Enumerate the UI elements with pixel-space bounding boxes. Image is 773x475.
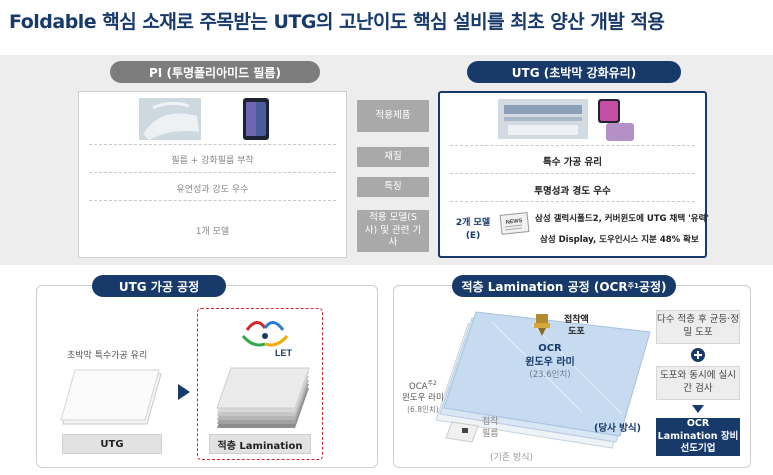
oca-label: OCA [409, 381, 428, 392]
oca-subtitle: 윈도우 라미 [402, 393, 444, 404]
film-label-2: 필름 [482, 429, 499, 440]
old-method-label: (기존 방식) [490, 453, 534, 463]
dispenser-label-1: 접착액 [564, 315, 589, 325]
label-material: 재질 [357, 147, 429, 167]
step-multi-layer: 다수 적층 후 균등·정밀 도포 [656, 310, 740, 344]
lamination-highlight [197, 308, 323, 460]
glass-caption: 초박막 특수가공 유리 [67, 351, 148, 361]
page-title: Foldable 핵심 소재로 주목받는 UTG의 고난이도 핵심 설비를 최초… [9, 11, 665, 33]
step-realtime-inspection: 도포와 동시에 실시간 검사 [656, 366, 740, 400]
newspaper-icon: NEWS [499, 212, 530, 235]
let-logo-text: LET [275, 348, 293, 358]
pi-header: PI (투명폴리아미드 필름) [110, 61, 320, 83]
pi-card: 필름 + 강화필름 부착 유연성과 강도 우수 1개 모델 [78, 91, 347, 258]
lamination-header-end: 공정) [638, 279, 667, 294]
label-models: 적용 모델(S사) 및 관련 기사 [357, 210, 429, 252]
utg-material: 특수 가공 유리 [542, 157, 603, 168]
film-label-1: 접착 [482, 417, 499, 427]
utg-feature: 투명성과 경도 우수 [534, 186, 611, 197]
laminated-stack [216, 367, 310, 428]
utg-label: UTG [62, 434, 162, 454]
oca-size: (6.8인치) [407, 404, 439, 414]
arrow-right-icon [178, 384, 190, 400]
utg-models-label: 2개 모델(E) [455, 218, 491, 241]
lamination-process-panel: 접착액 도포 OCR 윈도우 라미 (23.6인치) (당사 방식) OCA주2… [393, 285, 751, 468]
ocr-footnote: 주1 [627, 282, 639, 290]
pi-material: 필름 + 강화필름 부착 [171, 156, 254, 166]
utg-process-panel: 초박막 특수가공 유리 UTG LET 적층 Lamination [36, 285, 378, 468]
pi-models: 1개 모델 [195, 227, 230, 237]
oca-footnote: 주2 [427, 380, 437, 387]
utg-news-1: 삼성 갤럭시폴드2, 커버윈도에 UTG 채택 '유력' [535, 214, 709, 224]
dispenser-label-2: 도포 [568, 327, 585, 338]
plus-icon [691, 348, 705, 362]
utg-card: 특수 가공 유리 투명성과 경도 우수 2개 모델(E) NEWS 삼성 갤럭시… [438, 91, 709, 258]
label-feature: 특징 [357, 177, 429, 197]
utg-news-2: 삼성 Display, 도우인시스 지분 48% 확보 [540, 235, 699, 245]
ocr-size: (23.6인치) [529, 370, 571, 380]
ocr-subtitle: 윈도우 라미 [525, 357, 575, 368]
utg-glass-photo [498, 99, 634, 141]
arrow-down-icon [692, 405, 704, 413]
newspaper-label: NEWS [506, 218, 523, 226]
leading-company-box: OCR Lamination 장비 선도기업 [656, 417, 740, 456]
pi-feature: 유연성과 강도 우수 [176, 185, 249, 195]
our-method-label: (당사 방식) [594, 423, 641, 434]
let-logo: LET [241, 321, 293, 358]
utg-process-header: UTG 가공 공정 [92, 275, 226, 297]
oca-small-panel [445, 421, 479, 443]
dispenser-icon [534, 314, 550, 336]
pi-film-photo [139, 98, 269, 140]
ocr-title: OCR [538, 343, 562, 354]
glass-sheet-stack [60, 369, 162, 425]
lamination-header-text: 적층 Lamination 공정 (OCR [461, 279, 628, 294]
ocr-window-panel [435, 311, 651, 449]
lamination-label: 적층 Lamination [209, 434, 311, 454]
label-application: 적용제품 [357, 100, 429, 132]
utg-header: UTG (초박막 강화유리) [467, 61, 681, 83]
